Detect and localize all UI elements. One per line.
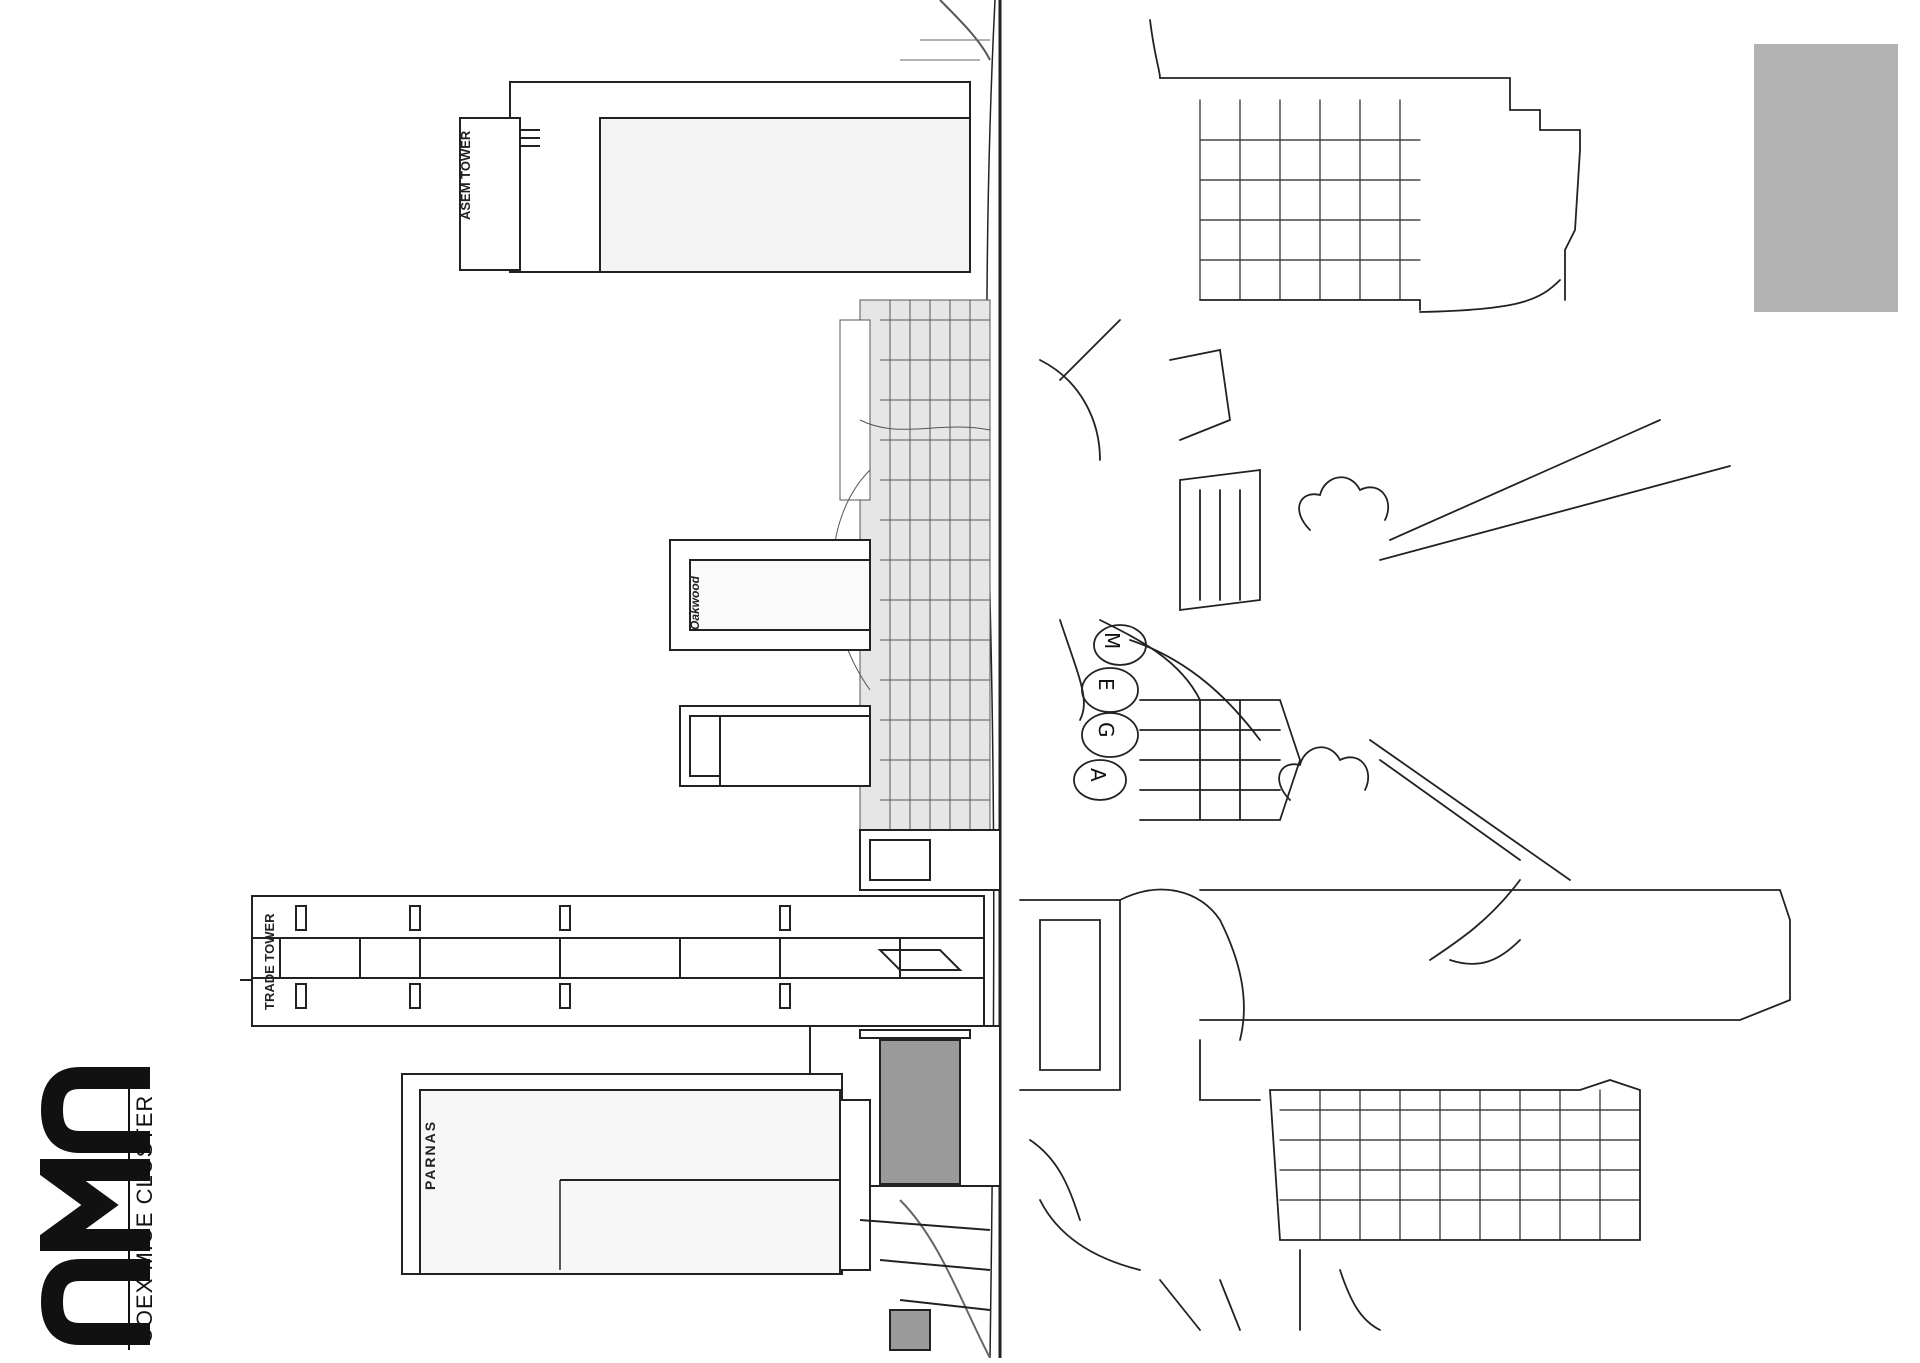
mega-fist-sketch [1073,624,1147,801]
parnas-building [401,1073,871,1275]
asem-tower-label: ASEM TOWER [458,130,473,220]
trade-tower-building [240,895,985,1027]
oakwood-label: Oakwood [688,575,702,630]
trade-tower-label: TRADE TOWER [262,913,277,1010]
mega-letter-m: M [1100,632,1124,650]
parnas-label: PARNAS [422,1119,438,1190]
mega-letter-a: A [1086,768,1110,782]
mid-tower-building [679,705,871,787]
mega-letter-e: E [1094,678,1118,691]
mega-letter-g: G [1094,722,1118,738]
gray-placeholder-box [1754,44,1898,312]
asem-tower-building [459,81,971,273]
convention-center [832,299,991,841]
cmc-logo-mark [18,1067,150,1345]
cmc-logo [18,1060,180,1350]
logo-subtitle: COEX MICE CLUSTER [128,1088,160,1350]
